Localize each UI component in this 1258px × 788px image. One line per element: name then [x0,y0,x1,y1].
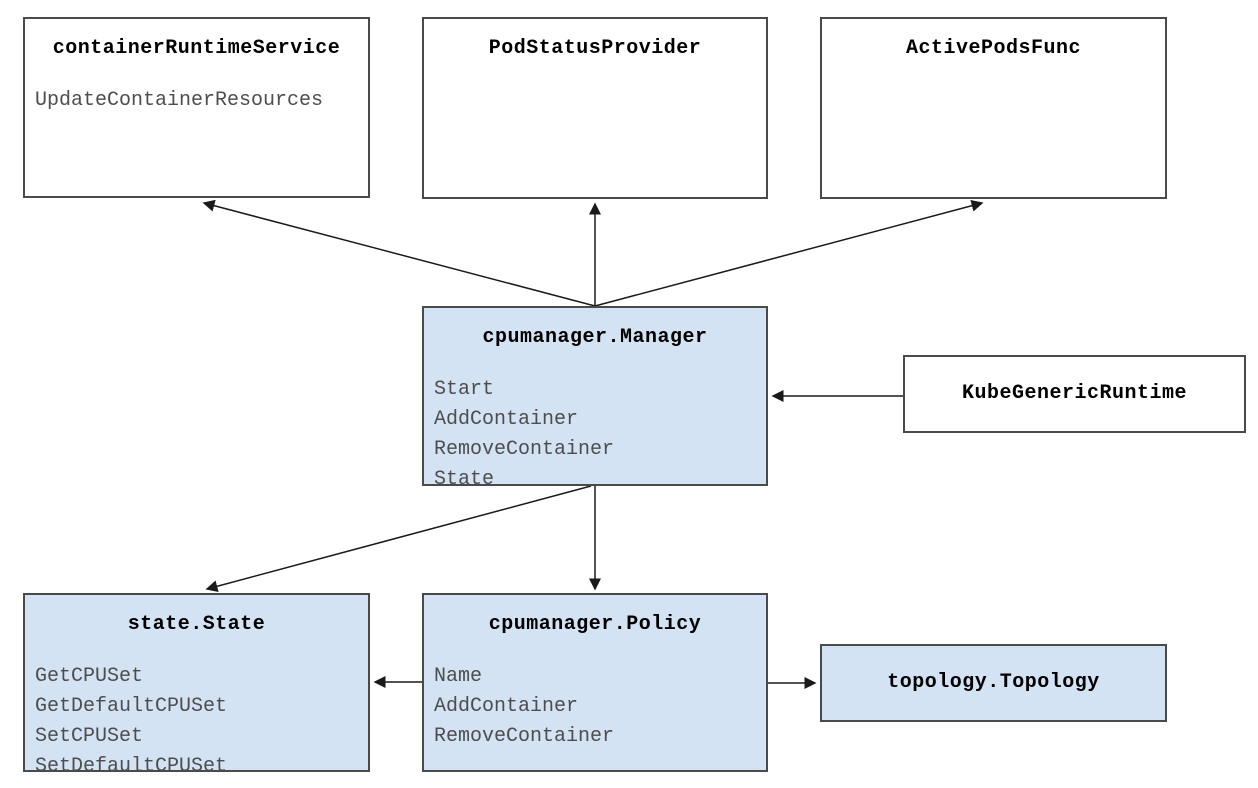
box-cpumanager-policy: cpumanager.Policy Name AddContainer Remo… [422,593,768,772]
box-title: containerRuntimeService [52,37,341,60]
box-title: ActivePodsFunc [905,37,1082,60]
box-title: cpumanager.Manager [482,326,708,349]
box-cpumanager-manager: cpumanager.Manager Start AddContainer Re… [422,306,768,491]
box-title: cpumanager.Policy [488,613,702,636]
arrow-manager-to-state-state [205,485,592,593]
box-active-pods-func: ActivePodsFunc [820,17,1167,199]
arrow-manager-to-container-runtime-service [202,199,596,307]
box-state-state: state.State GetCPUSet GetDefaultCPUSet S… [23,593,370,778]
box-title: topology.Topology [887,671,1100,694]
box-container-runtime-service: containerRuntimeService UpdateContainerR… [23,17,370,198]
box-topology-topology: topology.Topology [820,644,1167,722]
box-title: KubeGenericRuntime [961,382,1188,405]
box-pod-status-provider: PodStatusProvider [422,17,768,199]
box-title: PodStatusProvider [488,37,702,60]
box-methods: GetCPUSet GetDefaultCPUSet SetCPUSet Set… [35,665,228,778]
arrow-manager-to-active-pods-func [594,199,984,307]
box-methods: Name AddContainer RemoveContainer [434,665,615,748]
box-methods: Start AddContainer RemoveContainer State [434,378,615,491]
box-title: state.State [127,613,266,636]
box-methods: UpdateContainerResources [35,89,324,112]
box-kube-generic-runtime: KubeGenericRuntime [903,355,1246,433]
